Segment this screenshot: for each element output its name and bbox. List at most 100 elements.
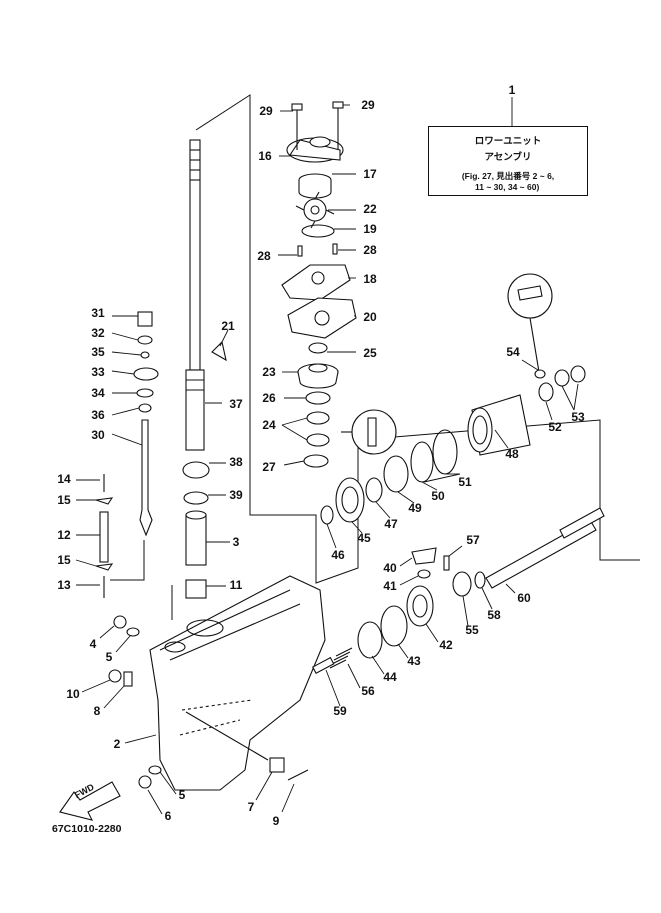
screw-9 bbox=[287, 769, 309, 781]
part-label: 54 bbox=[506, 345, 520, 359]
part-label: 48 bbox=[505, 447, 519, 461]
spacer bbox=[303, 454, 329, 468]
part-label: 41 bbox=[383, 579, 397, 593]
part-label: 51 bbox=[458, 475, 472, 489]
o-ring-51 bbox=[432, 429, 458, 475]
part-label: 50 bbox=[431, 489, 445, 503]
part-label: 12 bbox=[57, 528, 71, 542]
part-label: 8 bbox=[93, 704, 101, 718]
part-label: 28 bbox=[363, 243, 377, 257]
washer bbox=[183, 491, 209, 505]
shim-44 bbox=[357, 621, 383, 659]
rod bbox=[99, 511, 109, 563]
anode-7 bbox=[269, 757, 285, 773]
plug-10 bbox=[108, 669, 122, 683]
part-label: 37 bbox=[229, 397, 243, 411]
fwd-arrow-icon bbox=[59, 781, 121, 821]
part-label: 52 bbox=[548, 420, 562, 434]
oil-seal bbox=[308, 342, 328, 354]
callout-number: 1 bbox=[508, 83, 516, 97]
pump-housing bbox=[286, 101, 344, 163]
o-ring bbox=[136, 388, 154, 398]
impeller bbox=[295, 191, 335, 229]
part-label: 22 bbox=[363, 202, 377, 216]
part-label: 31 bbox=[91, 306, 105, 320]
lower-casing-cap bbox=[467, 394, 531, 456]
spring-58 bbox=[474, 571, 486, 589]
propeller-shaft-60 bbox=[485, 507, 605, 589]
washer bbox=[137, 335, 153, 345]
part-label: 49 bbox=[408, 501, 422, 515]
part-label: 42 bbox=[439, 638, 453, 652]
part-label: 59 bbox=[333, 704, 347, 718]
grommet bbox=[133, 367, 159, 381]
dowel-pin bbox=[332, 243, 338, 255]
part-label: 40 bbox=[383, 561, 397, 575]
bearing-43 bbox=[380, 605, 408, 647]
clutch-55 bbox=[452, 571, 472, 597]
part-label: 43 bbox=[407, 654, 421, 668]
callout-line-3: (Fig. 27, 見出番号 2 ~ 6, bbox=[461, 171, 555, 181]
pump-plate bbox=[281, 264, 351, 301]
part-label: 56 bbox=[361, 684, 375, 698]
spring-56 bbox=[329, 647, 353, 669]
nut-41 bbox=[417, 569, 431, 579]
part-label: 33 bbox=[91, 365, 105, 379]
part-label: 7 bbox=[247, 800, 255, 814]
oil-seal bbox=[306, 411, 330, 425]
o-ring bbox=[301, 224, 335, 238]
bolt-4 bbox=[113, 615, 127, 629]
assembly-callout-box: ロワーユニット アセンブリ (Fig. 27, 見出番号 2 ~ 6, 11 ~… bbox=[428, 126, 588, 196]
shift-rod bbox=[139, 419, 153, 537]
part-label: 60 bbox=[517, 591, 531, 605]
pin-21 bbox=[211, 340, 227, 362]
pin-57 bbox=[443, 555, 450, 571]
part-label: 29 bbox=[361, 98, 375, 112]
diagram-code: 67C1010-2280 bbox=[52, 823, 122, 835]
part-label: 14 bbox=[57, 472, 71, 486]
seal-53 bbox=[570, 365, 586, 383]
callout-line-2: アセンブリ bbox=[484, 152, 532, 163]
part-label: 13 bbox=[57, 578, 71, 592]
needle-bearing bbox=[185, 579, 207, 599]
part-label: 3 bbox=[232, 535, 240, 549]
part-label: 28 bbox=[257, 249, 271, 263]
drive-shaft-sleeve bbox=[185, 510, 207, 566]
part-label: 46 bbox=[331, 548, 345, 562]
washer bbox=[148, 765, 162, 775]
part-label: 39 bbox=[229, 488, 243, 502]
bolt-54 bbox=[534, 369, 546, 379]
part-label: 4 bbox=[89, 637, 97, 651]
bearing-52 bbox=[538, 382, 554, 402]
reverse-gear-45 bbox=[335, 477, 365, 523]
part-label: 44 bbox=[383, 670, 397, 684]
o-ring bbox=[305, 391, 331, 405]
part-label: 20 bbox=[363, 310, 377, 324]
assembly-outline bbox=[110, 94, 640, 620]
part-label: 26 bbox=[262, 391, 276, 405]
part-label: 29 bbox=[259, 104, 273, 118]
part-label: 53 bbox=[571, 410, 585, 424]
part-label: 25 bbox=[363, 346, 377, 360]
part-label: 21 bbox=[221, 319, 235, 333]
lower-case bbox=[149, 575, 326, 791]
part-label: 19 bbox=[363, 222, 377, 236]
part-label: 11 bbox=[229, 578, 243, 592]
gasket-8 bbox=[123, 671, 133, 687]
part-label: 35 bbox=[91, 345, 105, 359]
part-label: 15 bbox=[57, 493, 71, 507]
part-label: 45 bbox=[357, 531, 371, 545]
part-label: 32 bbox=[91, 326, 105, 340]
part-label: 57 bbox=[466, 533, 480, 547]
dowel-pin bbox=[297, 245, 303, 257]
part-label: 16 bbox=[258, 149, 272, 163]
bearing-49 bbox=[383, 455, 409, 493]
o-ring-50 bbox=[410, 441, 434, 483]
forward-gear-42 bbox=[406, 585, 434, 627]
part-label: 27 bbox=[262, 460, 276, 474]
part-label: 2 bbox=[113, 737, 121, 751]
impeller-cup bbox=[298, 173, 332, 199]
part-label: 38 bbox=[229, 455, 243, 469]
shim-46 bbox=[320, 505, 334, 525]
part-label: 24 bbox=[262, 418, 276, 432]
